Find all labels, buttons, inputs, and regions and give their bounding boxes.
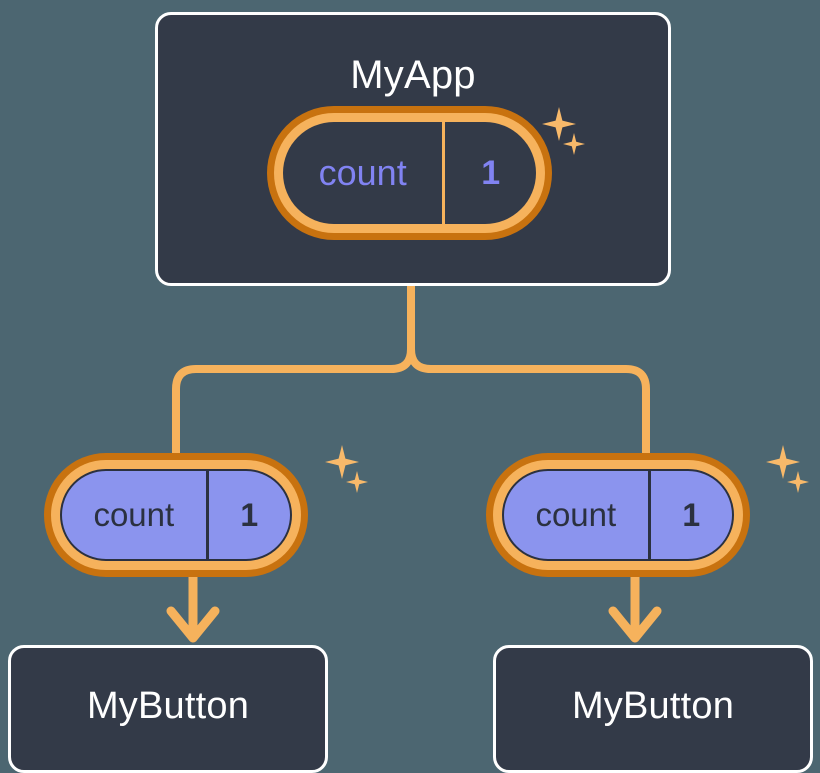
sparkle-icon-small-child-right <box>787 471 809 493</box>
sparkle-icon-large-child-right <box>766 445 800 479</box>
signal-pill-face: count 1 <box>60 469 292 561</box>
component-box-mybutton-right[interactable]: MyButton <box>493 645 813 773</box>
signal-pill-child-left-count[interactable]: count 1 <box>44 453 308 577</box>
signal-pill-ring: count 1 <box>493 460 743 570</box>
component-box-mybutton-left[interactable]: MyButton <box>8 645 328 773</box>
signal-pill-app-count[interactable]: count 1 <box>267 106 552 240</box>
sparkle-icon-small-child-left <box>346 471 368 493</box>
signal-pill-child-right-count[interactable]: count 1 <box>486 453 750 577</box>
component-label-mybutton-right: MyButton <box>571 685 735 727</box>
component-label-mybutton-left: MyButton <box>86 685 250 727</box>
signal-name: count <box>318 152 407 193</box>
signal-pill-ring: count 1 <box>51 460 301 570</box>
signal-pill-face: count 1 <box>502 469 734 561</box>
signal-value: 1 <box>647 471 732 559</box>
signal-name: count <box>93 496 175 533</box>
signal-value: 1 <box>205 471 290 559</box>
sparkle-icon-large-child-left <box>325 445 359 479</box>
component-box-myapp[interactable]: MyApp <box>155 12 671 286</box>
signal-name: count <box>535 496 617 533</box>
signal-value: 1 <box>442 122 536 224</box>
signal-pill-ring: count 1 <box>274 113 545 233</box>
signal-pill-face: count 1 <box>283 122 536 224</box>
component-label-myapp: MyApp <box>350 53 476 97</box>
